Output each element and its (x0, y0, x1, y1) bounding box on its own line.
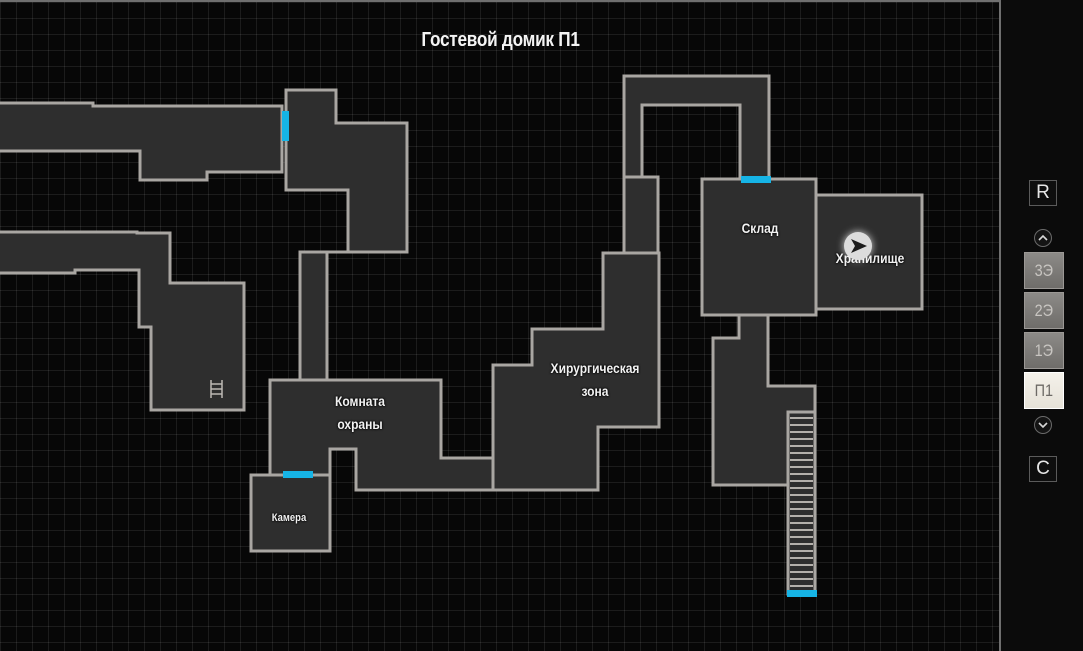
room-central-hall (284, 88, 409, 382)
room-north-corridor (622, 74, 771, 181)
floor-button[interactable]: 2Э (1024, 292, 1064, 329)
room-vault (814, 193, 924, 311)
reset-view-button[interactable]: R (1029, 180, 1057, 206)
room-surgical (491, 251, 661, 492)
staircase-steps (790, 417, 813, 587)
room-north-shaft (622, 175, 660, 255)
room-label-cell: Камера (271, 512, 307, 524)
chevron-up-icon (1038, 234, 1048, 241)
player-arrow-icon (844, 232, 872, 260)
room-label-surgical-line2: зона (581, 383, 609, 399)
map-title: Гостевой домик П1 (421, 29, 580, 51)
floor-button[interactable]: П1 (1024, 372, 1064, 409)
floor-button-label: 3Э (1034, 261, 1054, 280)
floor-selector: 3Э 2Э 1Э П1 (1024, 252, 1064, 409)
room-label-storage: Склад (741, 220, 779, 236)
map-view[interactable]: Гостевой домик П1 Склад Хранилище Хирург… (0, 0, 1001, 651)
ladder-icon (210, 380, 223, 398)
room-west-corridor (0, 101, 284, 182)
door-storage (741, 176, 771, 183)
door-staircase (787, 590, 817, 597)
room-east-corridor (711, 313, 817, 487)
chevron-down-icon (1038, 422, 1048, 429)
floor-button[interactable]: 1Э (1024, 332, 1064, 369)
room-cell (249, 473, 332, 553)
room-label-security-line2: охраны (337, 416, 383, 432)
floor-plan (0, 74, 924, 597)
door-central-hall (282, 111, 289, 141)
room-label-security-line1: Комната (334, 393, 386, 409)
floor-button-label: 2Э (1034, 301, 1054, 320)
door-cell (283, 471, 313, 478)
room-storage (700, 177, 818, 317)
floor-up-button[interactable] (1034, 229, 1052, 247)
floor-button[interactable]: 3Э (1024, 252, 1064, 289)
room-southwest-corridor (0, 230, 246, 412)
floor-button-label: 1Э (1034, 341, 1054, 360)
room-label-surgical-line1: Хирургическая (550, 360, 640, 376)
center-view-button[interactable]: C (1029, 456, 1057, 482)
floor-down-button[interactable] (1034, 416, 1052, 434)
floor-button-label: П1 (1034, 381, 1054, 400)
